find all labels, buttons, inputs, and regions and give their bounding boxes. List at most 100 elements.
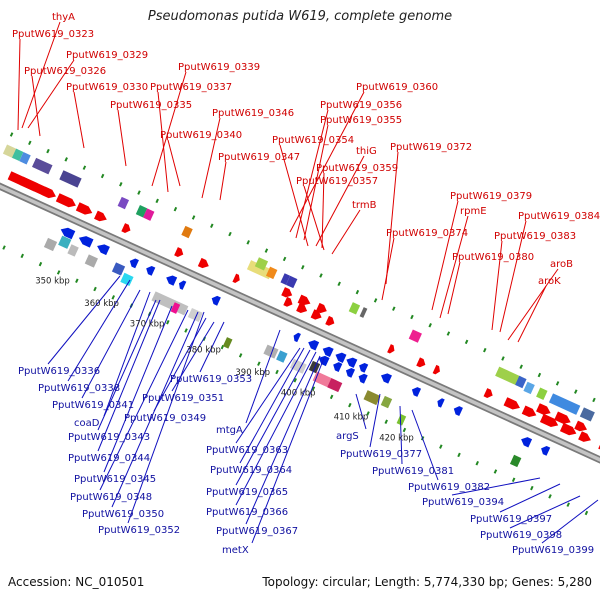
bottom-leader [81,289,141,399]
feature-box-bottom [111,262,126,276]
tick-label: 410 kbp [334,413,369,423]
reverse-gene [333,362,343,373]
top-leader [219,161,227,201]
top-gene-label: aroB [550,259,573,270]
bottom-gene-label: PputW619_0336 [18,366,100,377]
top-gene-label: PputW619_0383 [494,231,576,242]
tick-dot [511,477,516,483]
top-leader [157,91,169,193]
bottom-gene-label: mtgA [216,425,243,436]
reverse-gene [308,340,320,351]
tick-dot [100,173,105,179]
forward-gene [325,315,335,326]
bottom-gene-label: PputW619_0351 [142,393,224,404]
tick-label: 420 kbp [379,433,414,443]
top-gene-label: PputW619_0359 [316,163,398,174]
feature-box-top [59,170,82,188]
bottom-leader [239,347,305,464]
top-gene-label: thiG [356,146,377,157]
tick-dot [366,411,370,416]
feature-box-top [246,260,273,280]
bottom-leader [451,477,541,496]
tick-dot [93,286,97,292]
reverse-gene [335,352,347,363]
forward-gene [297,294,311,306]
bottom-gene-label: PputW619_0363 [206,445,288,456]
forward-gene [55,193,76,208]
backbone-line [0,184,600,462]
reverse-gene [179,280,187,290]
bottom-gene-label: PputW619_0350 [82,509,164,520]
bottom-leader [499,483,561,513]
top-gene-label: PputW619_0347 [218,152,300,163]
top-leader [151,71,187,187]
tick-dot [464,339,469,345]
bottom-leader [235,351,317,506]
reverse-gene [60,227,76,240]
tick-dot [20,253,24,259]
bottom-gene-label: PputW619_0399 [512,545,594,556]
top-leader [331,209,361,255]
forward-gene [19,176,42,192]
top-leader [17,38,21,131]
top-gene-label: PputW619_0340 [160,130,242,141]
tick-dot [592,397,596,403]
top-leader [321,172,325,249]
reverse-gene [345,367,356,378]
forward-gene [483,388,493,398]
reverse-gene [146,265,156,276]
tick-dot [574,389,578,394]
tick-dot [483,347,487,353]
top-gene-label: PputW619_0379 [450,191,532,202]
top-gene-label: trmB [352,200,377,211]
tick-dot [311,386,316,391]
bottom-gene-label: PputW619_0345 [74,474,156,485]
tick-dot [9,132,14,137]
tick-dot [530,485,534,491]
reverse-gene [541,445,551,456]
feature-box-top [19,152,31,165]
top-gene-label: PputW619_0323 [12,29,94,40]
bottom-gene-label: PputW619_0338 [38,383,120,394]
bottom-leader [171,321,215,392]
tick-dot [166,319,170,325]
top-gene-label: PputW619_0339 [178,62,260,73]
bottom-gene-label: PputW619_0381 [372,466,454,477]
forward-gene [416,357,426,368]
bottom-gene-label: PputW619_0382 [408,482,490,493]
tick-dot [64,157,68,162]
tick-dot [264,248,269,253]
tick-dot [410,314,414,320]
feature-box-top [254,257,269,271]
feature-box-bottom [327,378,343,393]
reverse-gene [521,437,533,448]
bottom-gene-label: PputW619_0377 [340,449,422,460]
reverse-gene [411,387,422,397]
top-leader [507,268,559,341]
tick-dot [329,394,334,400]
reverse-gene [211,295,221,306]
forward-gene [432,364,440,375]
label-leaders-layer [17,21,599,544]
bottom-leader [127,311,205,524]
tick-dot [301,264,305,270]
top-leader [517,285,547,343]
top-gene-label: PputW619_0354 [272,135,354,146]
bottom-gene-label: PputW619_0344 [68,453,150,464]
tick-dot [548,494,552,499]
feature-box-bottom [263,344,279,359]
forward-gene [41,186,56,199]
tick-dot [392,306,396,311]
top-leader [499,220,527,333]
bottom-gene-label: PputW619_0352 [98,525,180,536]
bottom-leader [411,409,439,481]
forward-gene [559,422,577,436]
tick-dot [228,231,232,237]
top-gene-label: PputW619_0337 [150,82,232,93]
bottom-leader [369,393,381,448]
feature-box-bottom [380,395,393,409]
map-title: Pseudomonas putida W619, complete genome [147,9,453,24]
tick-dot [384,419,388,424]
tick-dot [210,223,214,228]
